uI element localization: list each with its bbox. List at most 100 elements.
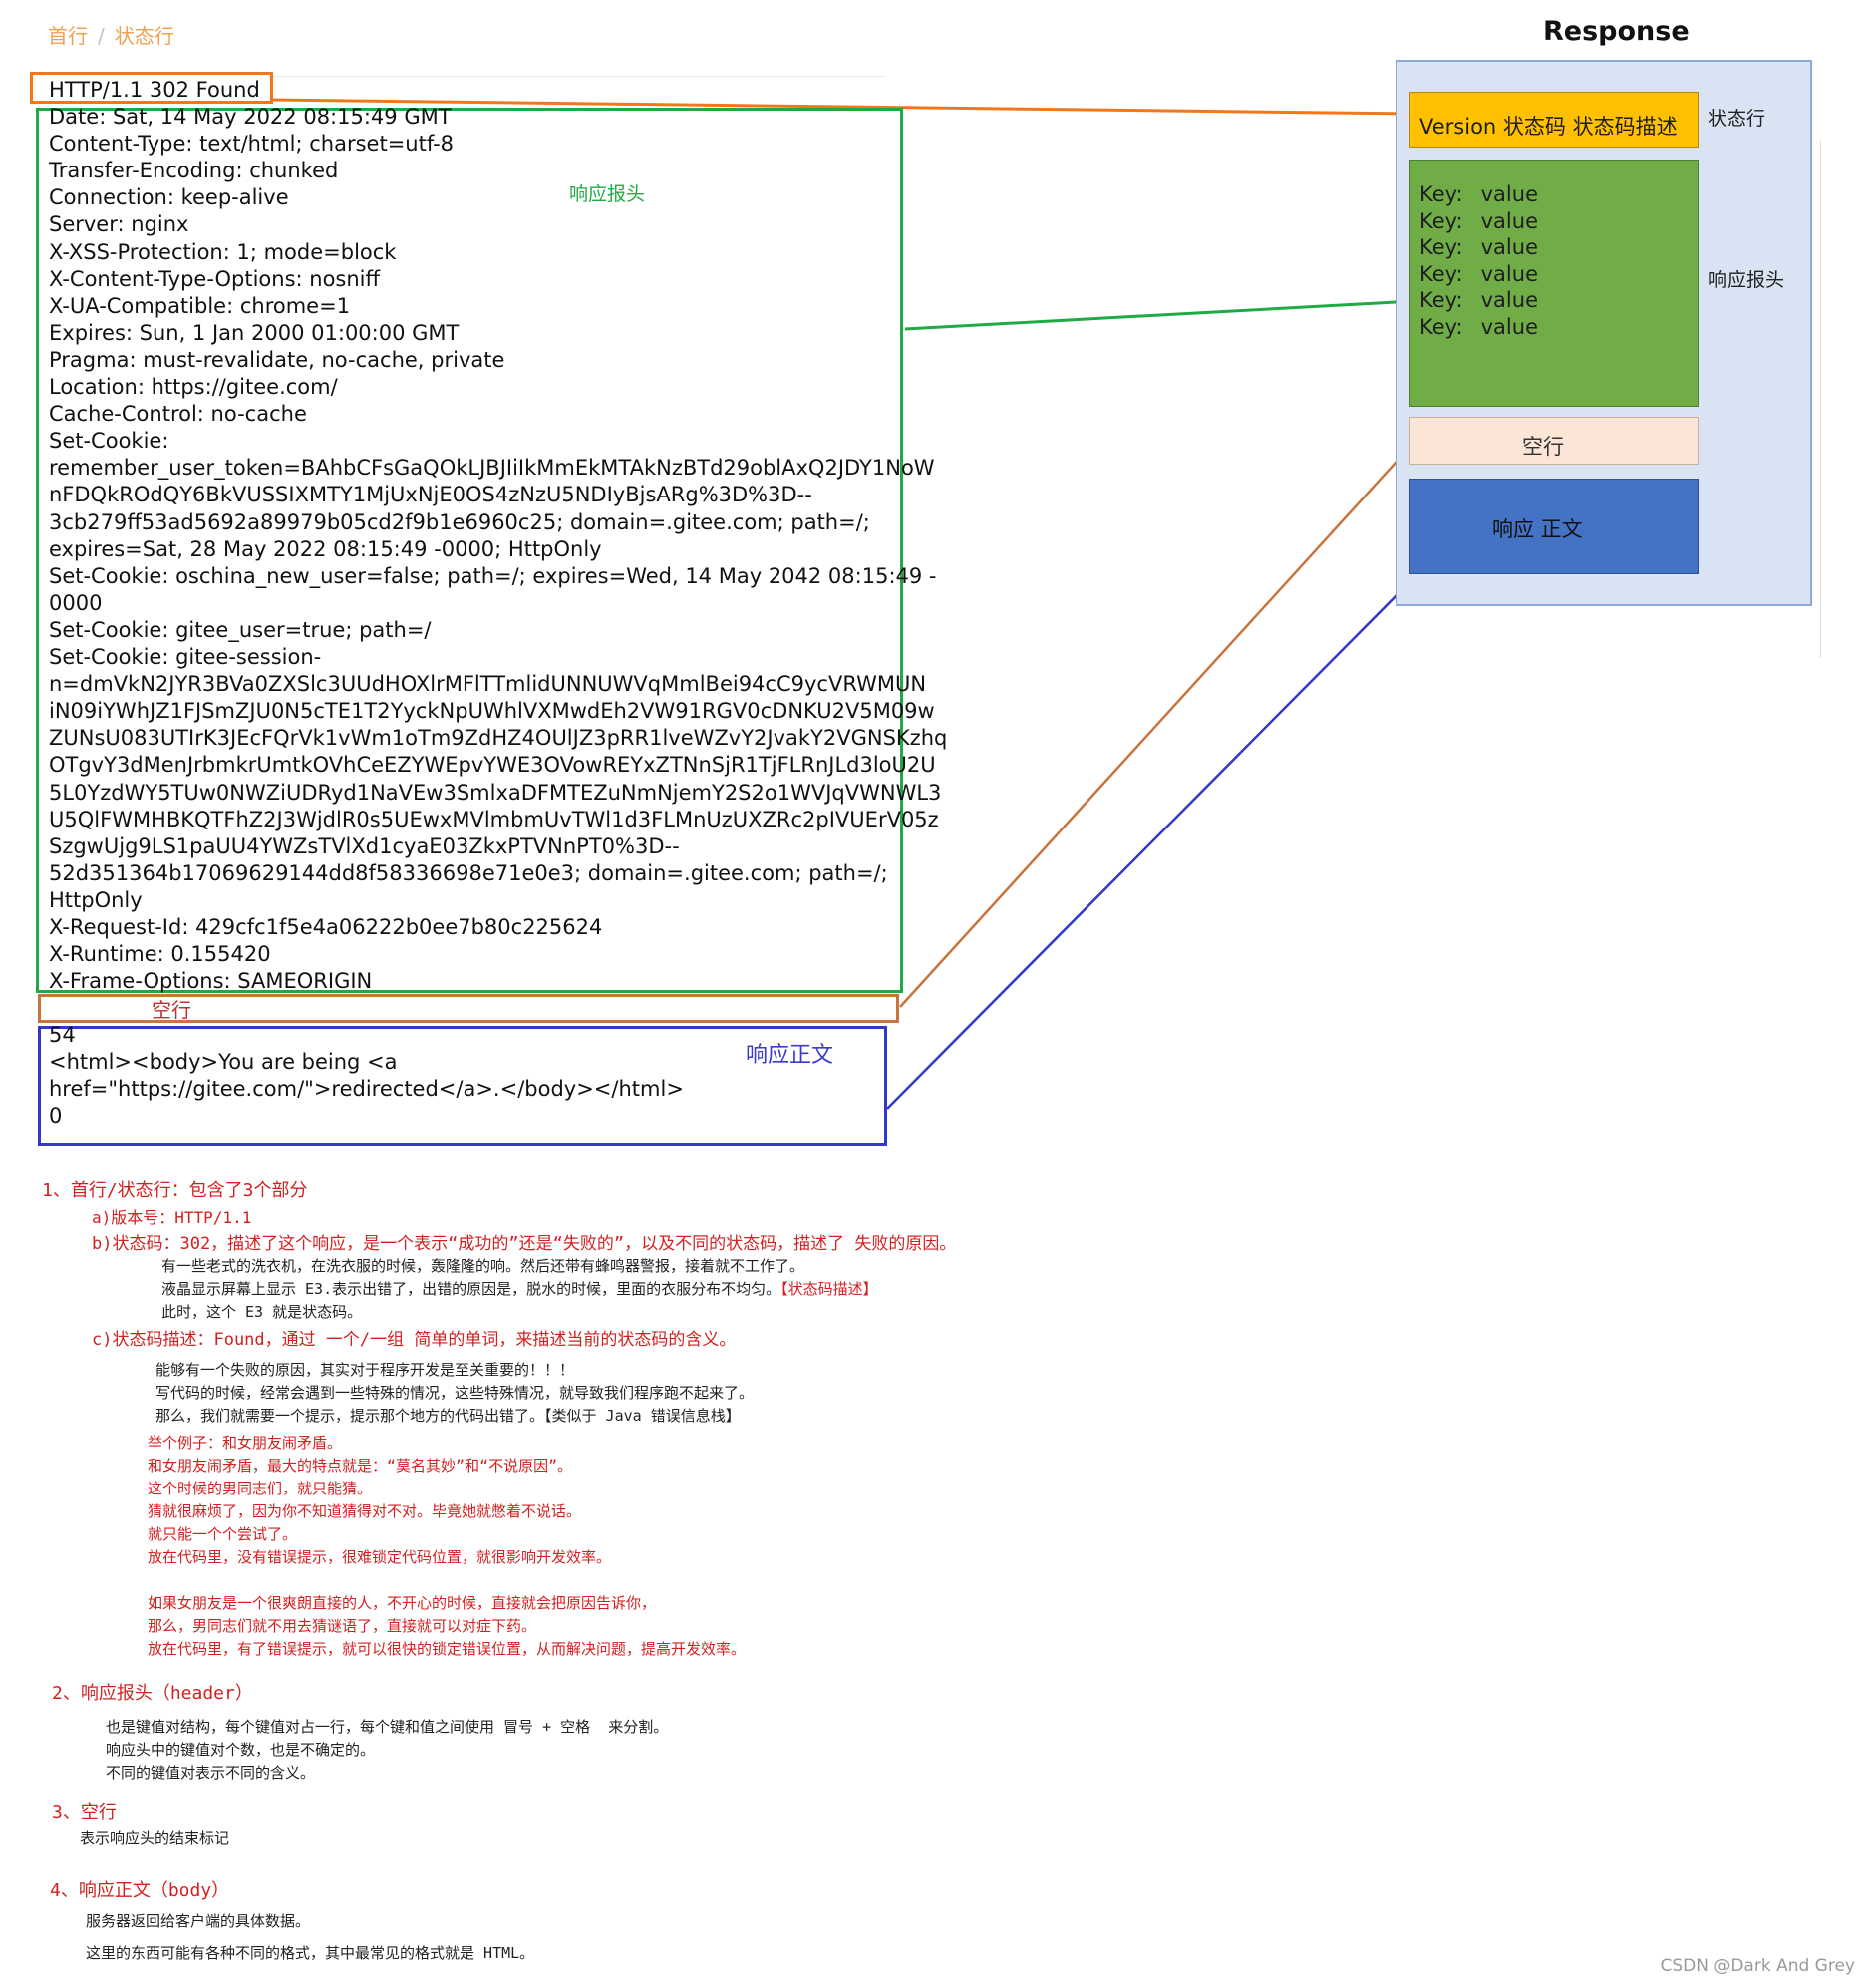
kv-row: Key: value	[1419, 209, 1538, 233]
note-s1-c: c)状态码描述：Found，通过 一个/一组 简单的单词，来描述当前的状态码的含…	[92, 1330, 737, 1350]
body-line: 0	[49, 1104, 63, 1128]
body-line: <html><body>You are being <a	[49, 1050, 398, 1074]
status-connector	[270, 98, 1414, 116]
kv-key: Key:	[1419, 288, 1463, 312]
header-line: 5L0YzdWY5TUw0NWZiUDRyd1NaVEw3SmlxaDFMTEZ…	[49, 780, 942, 805]
header-line: nFDQkROdQY6BkVUSSIXMTY1MjUxNjE0OS4zNzU5N…	[49, 483, 812, 507]
note-s1-b2: 液晶显示屏幕上显示 E3.表示出错了，出错的原因是，脱水的时候，里面的衣服分布不…	[161, 1278, 878, 1299]
note-s1-a: a)版本号：HTTP/1.1	[92, 1208, 252, 1227]
note-s2-3: 不同的键值对表示不同的含义。	[106, 1764, 316, 1782]
status-side-label: 状态行	[1708, 108, 1766, 130]
kv-value: value	[1480, 208, 1538, 233]
note-s1-b3: 此时，这个 E3 就是状态码。	[161, 1303, 363, 1321]
header-line: ZUNsU083UTIrK3JEcFQrVk1vWm1oTm9ZdHZ4OUlJ…	[49, 726, 948, 751]
note-s1-b2-tag: 【状态码描述】	[780, 1280, 878, 1298]
headers-caption: 响应报头	[569, 183, 646, 205]
note-s1-c1: 能够有一个失败的原因，其实对于程序开发是至关重要的！！！	[155, 1361, 575, 1379]
kv-key: Key:	[1419, 182, 1463, 206]
blank-line-box	[38, 994, 899, 1023]
note-s1-c3: 那么，我们就需要一个提示，提示那个地方的代码出错了。【类似于 Java 错误信息…	[155, 1407, 741, 1425]
header-line: iN09iYWhJZ1FJSmZJU0N5cTE1T2YyckNpUWhlVXM…	[49, 699, 935, 724]
kv-key: Key:	[1419, 208, 1463, 233]
header-line: remember_user_token=BAhbCFsGaQOkLJBJIiIk…	[49, 456, 935, 481]
note-ex3: 这个时候的男同志们，就只能猜。	[148, 1480, 373, 1497]
body-caption: 响应正文	[746, 1043, 834, 1068]
breadcrumb-current: 状态行	[114, 24, 174, 48]
note-s4-1: 服务器返回给客户端的具体数据。	[86, 1912, 311, 1930]
header-line: Cache-Control: no-cache	[49, 402, 307, 427]
header-line: 3cb279ff53ad5692a89979b05cd2f9b1e6960c25…	[49, 509, 870, 534]
kv-key: Key:	[1419, 314, 1463, 339]
watermark: CSDN @Dark And Grey	[1660, 1956, 1855, 1976]
header-line: Content-Type: text/html; charset=utf-8	[49, 132, 455, 157]
blank-line-label: 空行	[152, 998, 191, 1022]
breadcrumb: 首行 / 状态行	[48, 20, 174, 49]
note-ex9: 放在代码里，有了错误提示，就可以很快的锁定错误位置，从而解决问题，提高开发效率。	[148, 1640, 747, 1658]
note-s2-1: 也是键值对结构，每个键值对占一行，每个键和值之间使用 冒号 + 空格 来分割。	[106, 1718, 669, 1736]
kv-key: Key:	[1419, 235, 1463, 259]
header-line: X-Frame-Options: SAMEORIGIN	[49, 969, 373, 994]
response-title: Response	[1543, 16, 1690, 47]
kv-row: Key: value	[1419, 315, 1538, 339]
status-line-box	[30, 72, 273, 104]
kv-value: value	[1480, 235, 1538, 259]
note-s1-title: 1、首行/状态行：包含了3个部分	[42, 1180, 308, 1201]
kv-row: Key: value	[1419, 288, 1538, 312]
header-line: Server: nginx	[49, 212, 189, 237]
note-ex7: 如果女朋友是一个很爽朗直接的人，不开心的时候，直接就会把原因告诉你，	[148, 1594, 657, 1612]
header-line: X-Content-Type-Options: nosniff	[49, 266, 380, 291]
kv-value: value	[1480, 182, 1538, 206]
header-line: X-Request-Id: 429cfc1f5e4a06222b0ee7b80c…	[49, 915, 603, 939]
note-ex4: 猜就很麻烦了，因为你不知道猜得对不对。毕竟她就憋着不说话。	[148, 1502, 582, 1520]
kv-row: Key: value	[1419, 235, 1538, 259]
headers-connector	[904, 299, 1414, 331]
blank-row-text: 空行	[1522, 435, 1564, 459]
body-box	[38, 1026, 887, 1146]
header-line: U5QlFWMHBKQTFhZ2J3WjdlR0s5UEwxMVlmbmUvTW…	[49, 807, 939, 831]
header-line: Set-Cookie: oschina_new_user=false; path…	[49, 563, 937, 588]
headers-side-label: 响应报头	[1708, 269, 1785, 291]
header-line: n=dmVkN2JYR3BVa0ZXSlc3UUdHOXlrMFlTTmlidU…	[49, 672, 927, 697]
header-line: X-UA-Compatible: chrome=1	[49, 293, 351, 318]
breadcrumb-home[interactable]: 首行	[48, 24, 88, 48]
header-line: OTgvY3dMenJrbmkrUmtkOVhCeEZYWEpvYWE3OVow…	[49, 753, 936, 778]
kv-key: Key:	[1419, 261, 1463, 286]
header-line: Transfer-Encoding: chunked	[49, 159, 339, 183]
note-s3-1: 表示响应头的结束标记	[80, 1829, 230, 1847]
body-line: 54	[49, 1023, 76, 1047]
header-line: Expires: Sun, 1 Jan 2000 01:00:00 GMT	[49, 320, 460, 345]
kv-row: Key: value	[1419, 262, 1538, 286]
body-row-text: 响应 正文	[1492, 517, 1583, 541]
header-line: X-XSS-Protection: 1; mode=block	[49, 239, 397, 264]
status-line-text: HTTP/1.1 302 Found	[49, 78, 260, 102]
header-line: Location: https://gitee.com/	[49, 375, 338, 399]
header-line: Pragma: must-revalidate, no-cache, priva…	[49, 347, 505, 372]
blank-connector	[899, 440, 1416, 1008]
divider	[267, 76, 885, 77]
kv-row: Key: value	[1419, 182, 1538, 206]
note-s1-c2: 写代码的时候，经常会遇到一些特殊的情况，这些特殊情况，就导致我们程序跑不起来了。	[155, 1384, 755, 1402]
header-line: Set-Cookie: gitee-session-	[49, 645, 322, 669]
body-line: href="https://gitee.com/">redirected</a>…	[49, 1077, 684, 1101]
blank-row-block: 空行	[1409, 417, 1699, 465]
header-line: HttpOnly	[49, 887, 143, 912]
note-s2-2: 响应头中的键值对个数，也是不确定的。	[106, 1741, 376, 1759]
breadcrumb-separator: /	[98, 24, 105, 48]
header-line: Date: Sat, 14 May 2022 08:15:49 GMT	[49, 105, 452, 129]
note-ex8: 那么，男同志们就不用去猜谜语了，直接就可以对症下药。	[148, 1617, 537, 1635]
kv-value: value	[1480, 288, 1538, 312]
divider	[1820, 140, 1821, 658]
note-s2-title: 2、响应报头（header）	[52, 1683, 253, 1704]
status-row-text: Version 状态码 状态码描述	[1419, 115, 1678, 139]
body-connector	[886, 571, 1420, 1110]
status-row-block: Version 状态码 状态码描述	[1409, 92, 1699, 148]
note-s4-2: 这里的东西可能有各种不同的格式，其中最常见的格式就是 HTML。	[86, 1944, 535, 1962]
kv-value: value	[1480, 314, 1538, 339]
kv-value: value	[1480, 261, 1538, 286]
note-s1-b: b)状态码：302，描述了这个响应，是一个表示“成功的”还是“失败的”，以及不同…	[92, 1234, 957, 1254]
note-ex6: 放在代码里，没有错误提示，很难锁定代码位置，就很影响开发效率。	[148, 1548, 612, 1566]
note-s4-title: 4、响应正文（body）	[50, 1880, 230, 1901]
header-line: Set-Cookie: gitee_user=true; path=/	[49, 617, 432, 642]
